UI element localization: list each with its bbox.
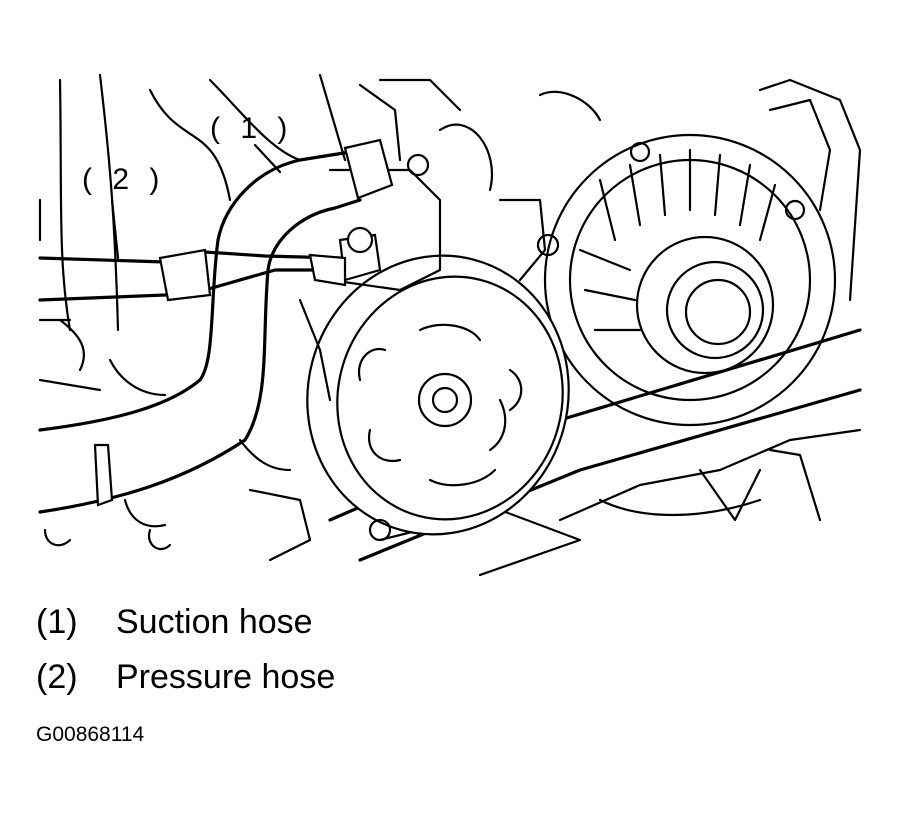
pump-body [298, 153, 442, 402]
legend-item-pressure-hose: (2) Pressure hose [36, 658, 335, 697]
callout-2-leader [110, 198, 120, 260]
callout-1-leader [253, 143, 282, 174]
legend-label: Suction hose [116, 603, 313, 641]
callout-pressure-hose: ( 2 ) [82, 163, 166, 196]
legend-item-suction-hose: (1) Suction hose [36, 603, 313, 642]
callout-suction-hose: ( 1 ) [210, 112, 294, 145]
figure-id: G00868114 [36, 723, 145, 746]
legend-number: (2) [36, 658, 78, 696]
power-steering-pulley [306, 254, 570, 542]
pressure-hose [38, 248, 347, 302]
alternator [498, 78, 862, 427]
legend-label: Pressure hose [116, 658, 336, 696]
suction-hose [38, 138, 394, 514]
legend-number: (1) [36, 603, 78, 641]
engine-bay-illustration [38, 73, 862, 577]
